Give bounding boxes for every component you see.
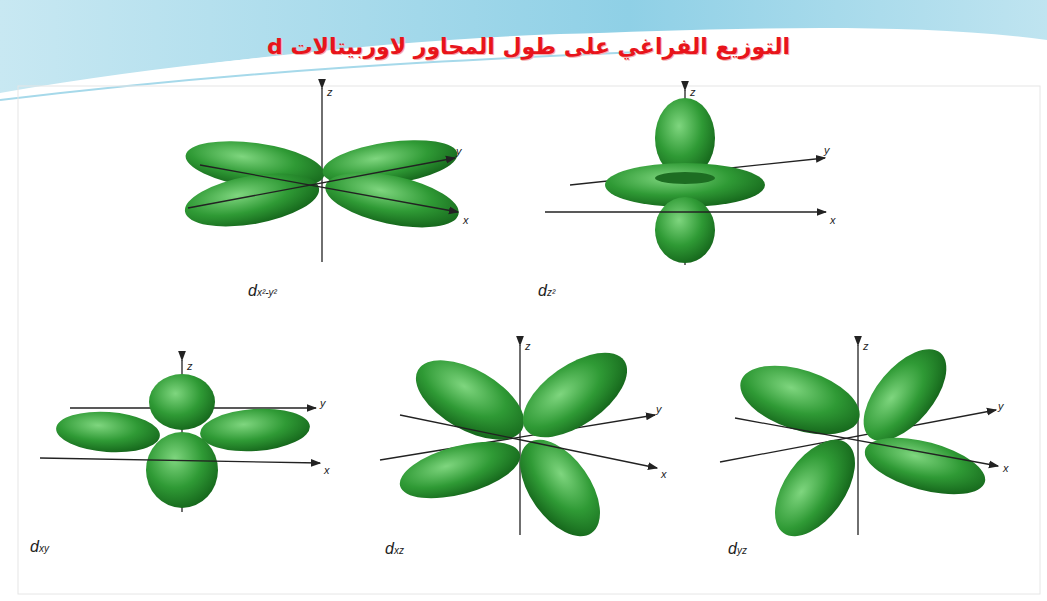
axis-label: z [327, 86, 333, 98]
axis-label: z [690, 86, 696, 98]
axis-label: z [187, 360, 193, 372]
orbital-label: dx²-y² [248, 282, 277, 300]
axis-label: x [1003, 462, 1009, 474]
orbital-label: dz² [538, 282, 555, 300]
orbital-label: dyz [728, 540, 747, 558]
axis-label: x [830, 214, 836, 226]
axis-label: y [998, 400, 1004, 412]
orbital-label: dxz [385, 540, 404, 558]
axis-label: y [320, 397, 326, 409]
slide-title: التوزيع الفراغي على طول المحاور لاوربيتا… [267, 34, 790, 59]
axis-label: z [525, 340, 531, 352]
axis-label: x [661, 468, 667, 480]
axis-label: x [463, 214, 469, 226]
axis-label: z [863, 340, 869, 352]
axis-label: y [824, 144, 830, 156]
axis-label: x [324, 464, 330, 476]
axis-label: y [656, 403, 662, 415]
orbital-label: dxy [30, 538, 49, 556]
axis-label: y [456, 145, 462, 157]
